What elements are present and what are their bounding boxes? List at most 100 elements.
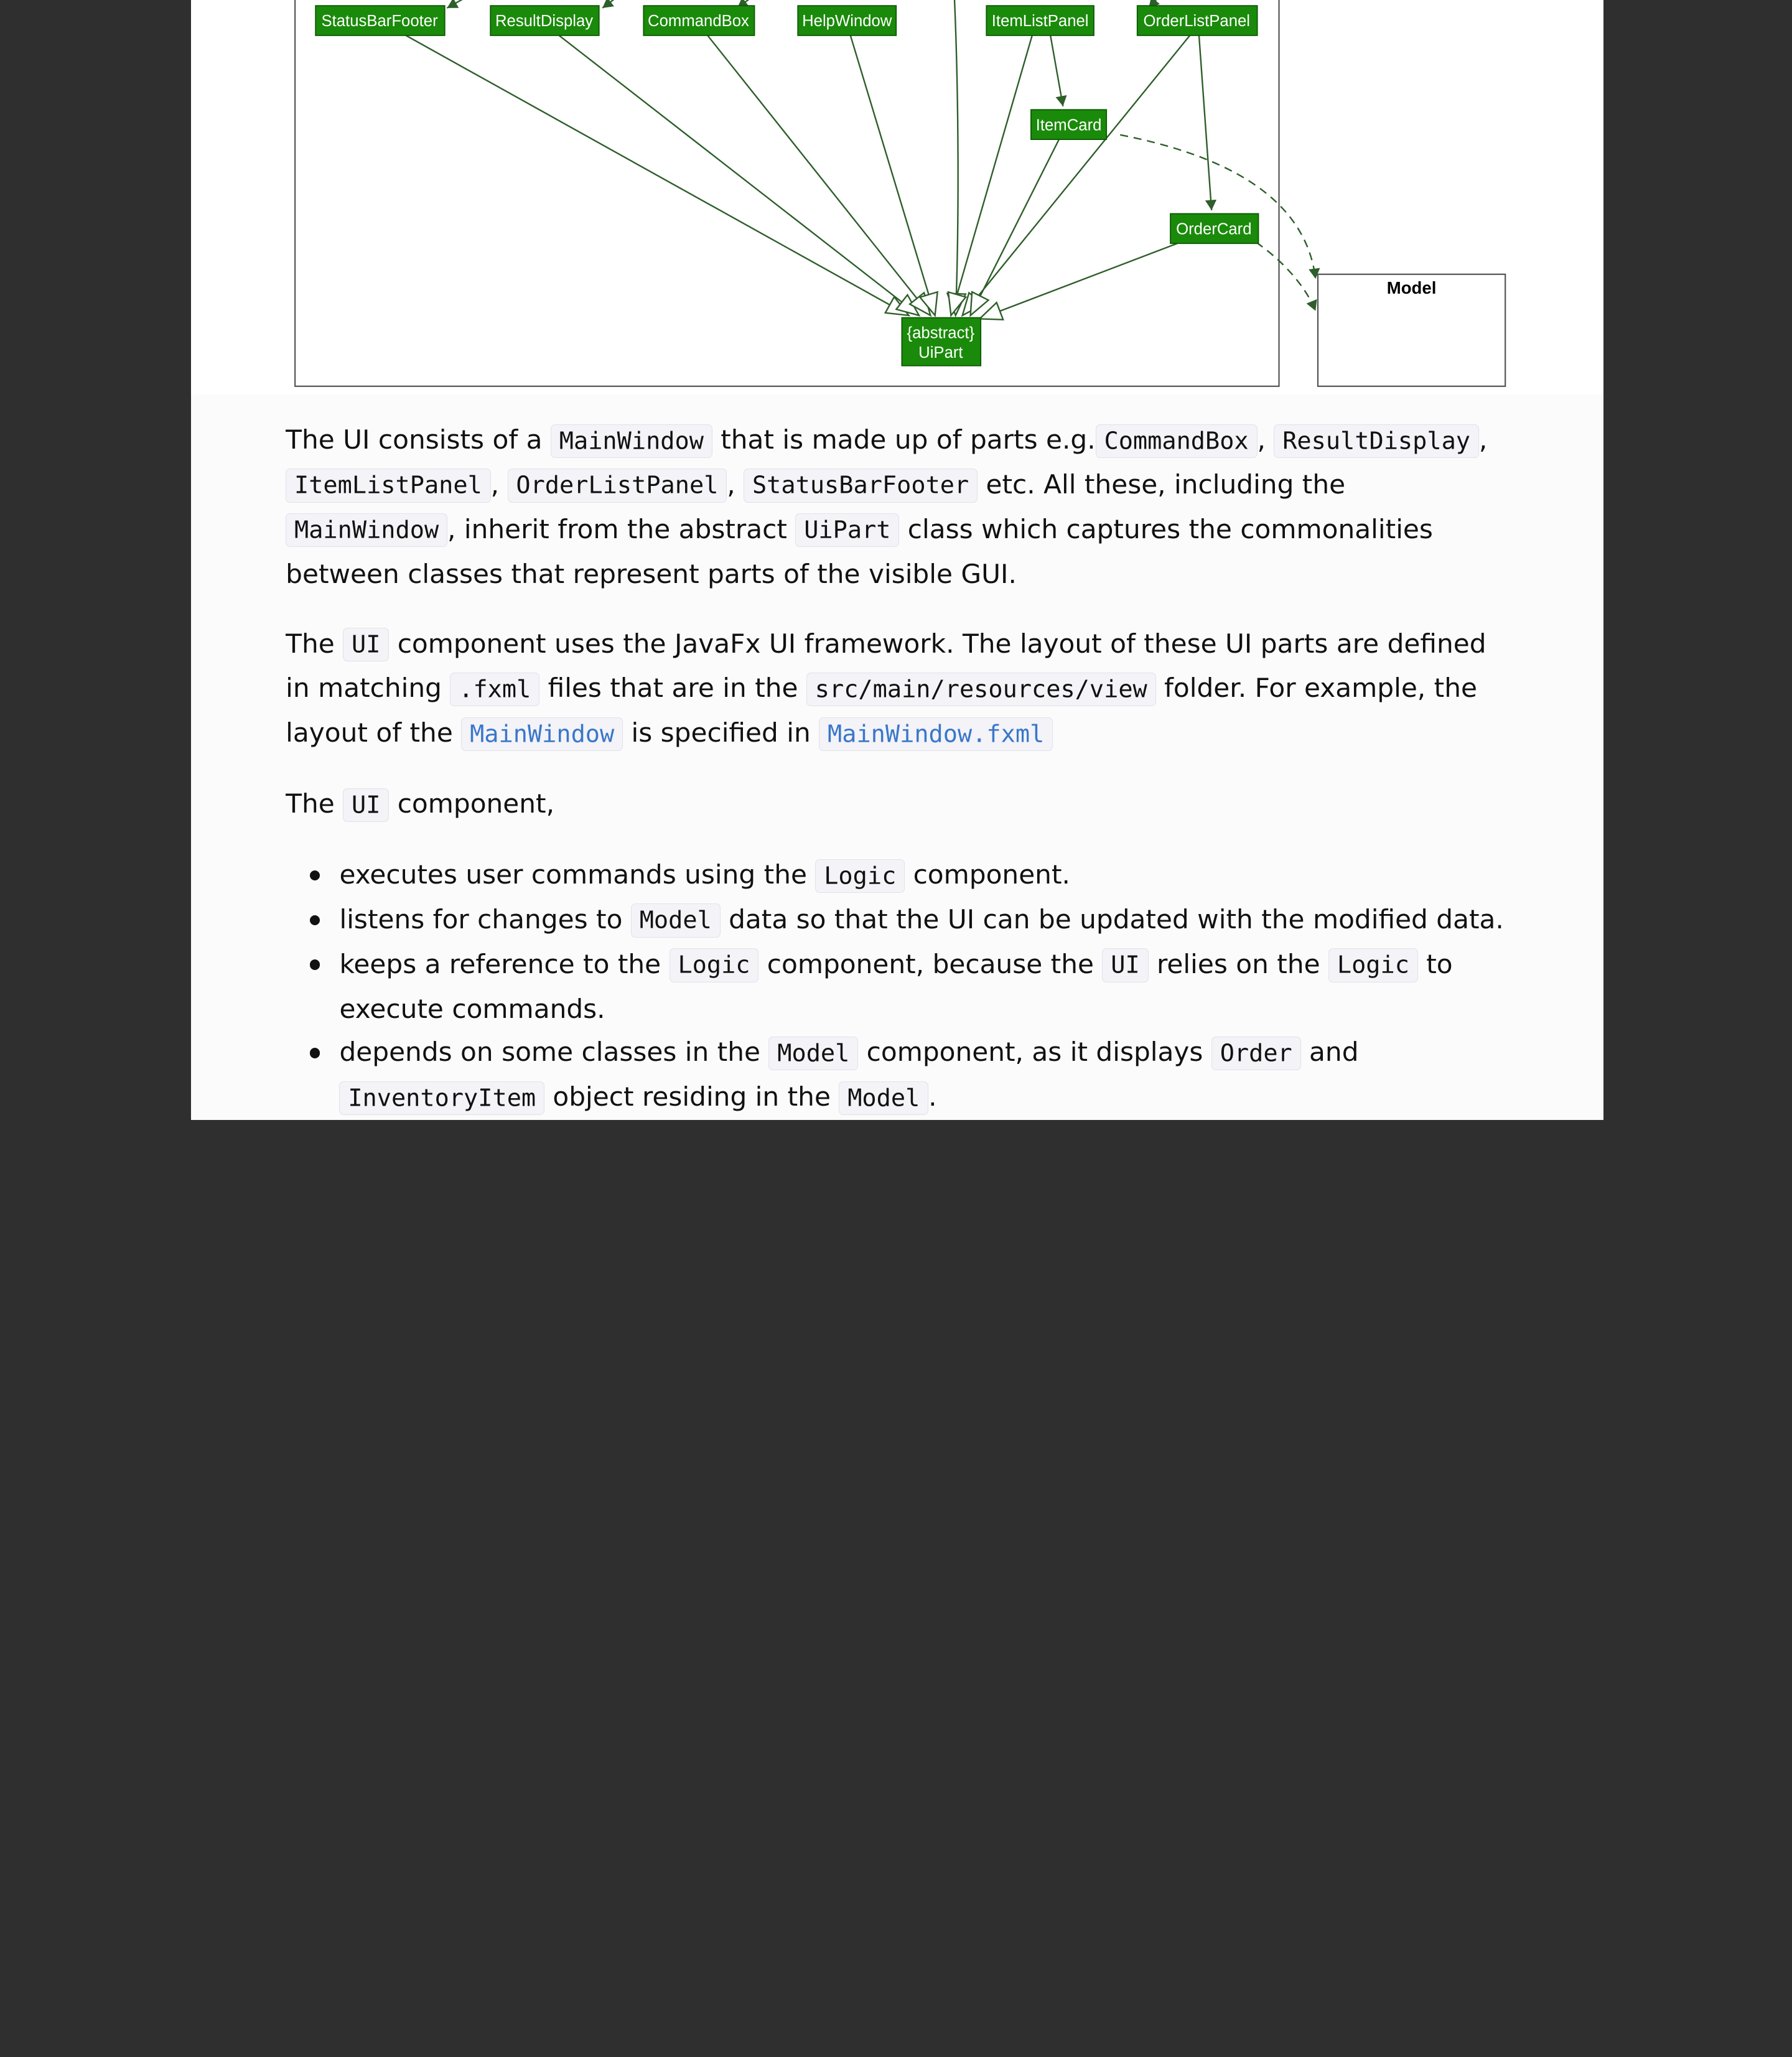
- code-logic: Logic: [669, 948, 759, 982]
- article-content: The UI consists of a MainWindow that is …: [286, 418, 1514, 1120]
- code-mainwindow: MainWindow: [286, 513, 448, 548]
- node-orderlistpanel-label: OrderListPanel: [1143, 12, 1249, 30]
- text: component, because the: [758, 948, 1103, 979]
- edge-statusbar-uipart: [405, 34, 910, 317]
- node-helpwindow-label: HelpWindow: [802, 12, 892, 30]
- node-uipart: {abstract} UiPart: [901, 317, 981, 366]
- code-view-folder: src/main/resources/view: [806, 672, 1156, 707]
- edge-resultdisplay-uipart: [558, 34, 921, 317]
- text: is specified in: [623, 717, 819, 749]
- text: object residing in the: [544, 1081, 839, 1112]
- paragraph-javafx: The UI component uses the JavaFx UI fram…: [286, 622, 1514, 756]
- diagram-svg: Model StatusBarFo: [294, 0, 1506, 387]
- text: component.: [905, 859, 1070, 890]
- edge-ordercard-uipart: [978, 243, 1178, 320]
- ui-responsibilities-list: executes user commands using the Logic c…: [286, 853, 1514, 1120]
- code-fxml: .fxml: [450, 672, 540, 707]
- code-logic: Logic: [1328, 948, 1418, 982]
- model-package-title: Model: [1387, 278, 1437, 297]
- text: .: [928, 1081, 937, 1112]
- code-itemlistpanel: ItemListPanel: [286, 469, 491, 503]
- paragraph-ui-component: The UI component,: [286, 782, 1514, 827]
- code-ui: UI: [343, 627, 390, 662]
- code-ui: UI: [1102, 948, 1149, 982]
- text: ,: [727, 469, 744, 500]
- text: component, as it displays: [858, 1037, 1211, 1068]
- node-itemcard: ItemCard: [1030, 109, 1107, 140]
- text: keeps a reference to the: [339, 948, 670, 979]
- edge-orderlist-ordercard: [1198, 35, 1216, 211]
- node-uipart-label: UiPart: [918, 344, 963, 361]
- edge-ordercard-model: [1255, 241, 1317, 312]
- text: executes user commands using the: [339, 859, 816, 890]
- text: The: [286, 788, 343, 819]
- edge-itemcard-model: [1119, 134, 1320, 279]
- link-mainwindow[interactable]: MainWindow: [461, 717, 623, 751]
- edge-itemlist-itemcard: [1049, 35, 1067, 107]
- edge-mainwindow-uipart: [946, 0, 967, 317]
- edge-mainwindow-resultdisplay: [602, 0, 615, 9]
- text: The: [286, 628, 343, 659]
- node-orderlistpanel: OrderListPanel: [1136, 5, 1258, 36]
- code-model: Model: [768, 1036, 859, 1071]
- edge-helpwindow-uipart: [849, 35, 938, 317]
- list-item: executes user commands using the Logic c…: [309, 853, 1514, 898]
- edge-orderlist-uipart: [961, 35, 1190, 317]
- code-mainwindow: MainWindow: [550, 424, 712, 458]
- text: listens for changes to: [339, 904, 631, 935]
- link-mainwindow-code: MainWindow: [461, 717, 623, 751]
- text: and: [1300, 1037, 1359, 1068]
- text: that is made up of parts e.g.: [712, 424, 1096, 455]
- text: class which captures the commonalities b…: [286, 513, 1433, 589]
- code-statusbarfooter: StatusBarFooter: [744, 469, 978, 503]
- node-statusbarfooter-label: StatusBarFooter: [321, 12, 438, 30]
- node-resultdisplay: ResultDisplay: [490, 5, 600, 36]
- text: relies on the: [1148, 948, 1329, 979]
- node-ordercard-label: OrderCard: [1176, 221, 1251, 238]
- model-package-frame: [1317, 273, 1506, 387]
- node-resultdisplay-label: ResultDisplay: [495, 12, 593, 30]
- text: depends on some classes in the: [339, 1037, 769, 1068]
- text: etc. All these, including the: [978, 469, 1346, 500]
- text: , inherit from the abstract: [447, 513, 796, 544]
- node-helpwindow: HelpWindow: [797, 5, 897, 36]
- ui-package-frame: [294, 0, 1280, 387]
- text: to execute commands.: [339, 948, 1453, 1024]
- text: ,: [1478, 424, 1488, 455]
- code-ui: UI: [343, 788, 390, 822]
- text: component,: [389, 788, 555, 819]
- edge-itemcard-uipart: [969, 138, 1060, 317]
- ui-class-diagram: Model StatusBarFo: [190, 0, 1603, 394]
- edge-mainwindow-statusbar: [446, 0, 463, 9]
- paragraph-ui-overview: The UI consists of a MainWindow that is …: [286, 418, 1514, 595]
- edge-itemlist-uipart: [947, 35, 1033, 317]
- node-itemlistpanel: ItemListPanel: [986, 5, 1094, 36]
- code-resultdisplay: ResultDisplay: [1274, 424, 1479, 458]
- edge-commandbox-uipart: [706, 35, 931, 317]
- link-mainwindow-fxml-code: MainWindow.fxml: [819, 717, 1053, 751]
- code-commandbox: CommandBox: [1095, 424, 1258, 458]
- code-model: Model: [630, 903, 721, 938]
- node-uipart-stereotype: {abstract}: [907, 325, 974, 342]
- node-statusbarfooter: StatusBarFooter: [315, 5, 446, 36]
- node-itemcard-label: ItemCard: [1035, 116, 1101, 134]
- node-commandbox: CommandBox: [643, 5, 755, 36]
- text: files that are in the: [539, 673, 806, 704]
- list-item: depends on some classes in the Model com…: [309, 1030, 1514, 1119]
- node-itemlistpanel-label: ItemListPanel: [992, 12, 1089, 30]
- code-inventoryitem: InventoryItem: [339, 1081, 544, 1115]
- text: The UI consists of a: [286, 424, 551, 455]
- code-model: Model: [839, 1081, 929, 1115]
- node-ordercard: OrderCard: [1169, 213, 1259, 245]
- text: folder. For example, the layout of the: [286, 673, 1477, 749]
- text: data so that the UI can be updated with …: [720, 904, 1504, 935]
- text: ,: [1257, 424, 1274, 455]
- list-item: listens for changes to Model data so tha…: [309, 898, 1514, 943]
- document-page: Model StatusBarFo: [190, 0, 1603, 1120]
- text: component uses the JavaFx UI framework. …: [286, 628, 1486, 704]
- code-order: Order: [1211, 1036, 1301, 1071]
- list-item: keeps a reference to the Logic component…: [309, 943, 1514, 1031]
- link-mainwindow-fxml[interactable]: MainWindow.fxml: [819, 717, 1053, 751]
- text: ,: [490, 469, 508, 500]
- code-orderlistpanel: OrderListPanel: [507, 469, 727, 503]
